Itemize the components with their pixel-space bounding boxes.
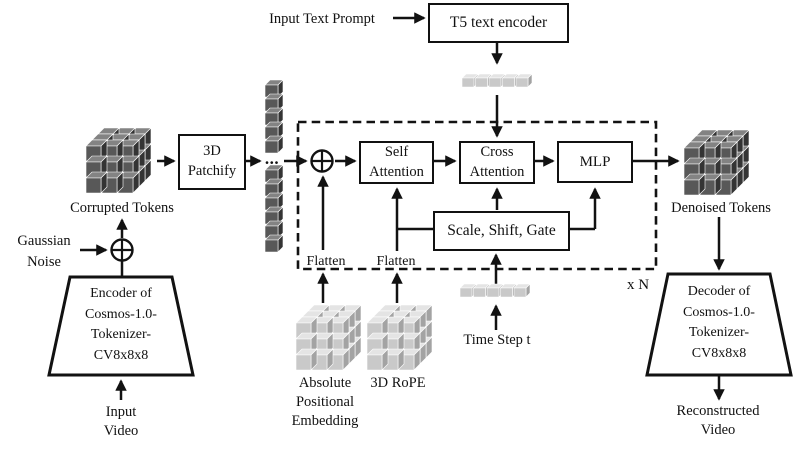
ape-line1: Absolute (298, 375, 352, 391)
time-step-token-row (459, 283, 531, 298)
ape-line3: Embedding (291, 413, 359, 429)
decoder-line1: Decoder of (687, 284, 751, 299)
mlp-label: MLP (579, 153, 611, 170)
cross-attention-line2: Attention (469, 163, 525, 180)
decoder-line2: Cosmos-1.0- (683, 304, 755, 320)
repeat-n-times-label: x N (626, 277, 650, 293)
ellipsis-label: ... (264, 149, 280, 168)
encoder-line1: Encoder of (90, 286, 152, 301)
input-video-label: Input Video (104, 403, 139, 441)
self-attention-line2: Attention (369, 163, 424, 180)
denoised-tokens-cubes (683, 129, 750, 196)
patchify-label-line1: 3D (203, 143, 221, 160)
self-attention-line1: Self (384, 143, 409, 160)
time-step-label: Time Step t (463, 332, 531, 348)
input-text-prompt-label: Input Text Prompt (269, 11, 375, 27)
patchify-label-line2: Patchify (187, 163, 237, 179)
reconstructed-line1: Reconstructed (676, 403, 760, 419)
rope-label: 3D RoPE (370, 375, 426, 391)
input-video-line2: Video (103, 423, 139, 439)
add-positional-oplus-icon (310, 149, 334, 173)
encoder-text: Encoder of Cosmos-1.0- Tokenizer- CV8x8x… (85, 284, 157, 366)
decoder-trapezoid (645, 272, 793, 377)
corrupted-tokens-label: Corrupted Tokens (70, 200, 174, 216)
decoder-text: Decoder of Cosmos-1.0- Tokenizer- CV8x8x… (683, 282, 755, 364)
encoder-line2: Cosmos-1.0- (85, 306, 157, 322)
decoder-line3: Tokenizer- (688, 325, 750, 340)
flatten-right-label: Flatten (376, 254, 416, 269)
encoder-line3: Tokenizer- (90, 327, 152, 342)
input-video-line1: Input (105, 404, 137, 420)
gaussian-noise-line2: Noise (27, 253, 61, 270)
3d-patchify-box: 3D Patchify (178, 134, 246, 190)
gaussian-noise-label: Gaussian Noise (17, 231, 70, 272)
decoder-line4: CV8x8x8 (691, 345, 747, 361)
corrupted-tokens-cubes (85, 127, 152, 194)
t5-text-encoder-box: T5 text encoder (428, 3, 569, 43)
t5-text-encoder-label: T5 text encoder (449, 14, 548, 32)
gaussian-noise-line1: Gaussian (17, 233, 71, 249)
self-attention-box: Self Attention (359, 141, 434, 184)
scale-shift-gate-box: Scale, Shift, Gate (433, 211, 570, 251)
scale-shift-gate-label: Scale, Shift, Gate (447, 222, 556, 240)
text-embedding-token-row (461, 73, 533, 88)
cross-attention-line1: Cross (480, 143, 514, 160)
encoder-trapezoid (47, 275, 195, 377)
reconstructed-video-label: Reconstructed Video (677, 402, 760, 440)
flatten-left-label: Flatten (306, 254, 346, 269)
rope-cubes (366, 304, 433, 371)
denoised-tokens-label: Denoised Tokens (671, 200, 771, 216)
ape-line2: Positional (295, 394, 355, 410)
patchified-token-column-top (264, 79, 284, 154)
cross-attention-box: Cross Attention (459, 141, 535, 184)
transformer-block-dashed-border (296, 120, 658, 271)
absolute-positional-embedding-cubes (295, 304, 362, 371)
reconstructed-line2: Video (700, 422, 736, 438)
encoder-line4: CV8x8x8 (93, 347, 149, 363)
absolute-positional-embedding-label: Absolute Positional Embedding (292, 374, 359, 431)
add-noise-oplus-icon (110, 238, 134, 262)
mlp-box: MLP (557, 141, 633, 183)
patchified-token-column-bottom (264, 164, 284, 253)
